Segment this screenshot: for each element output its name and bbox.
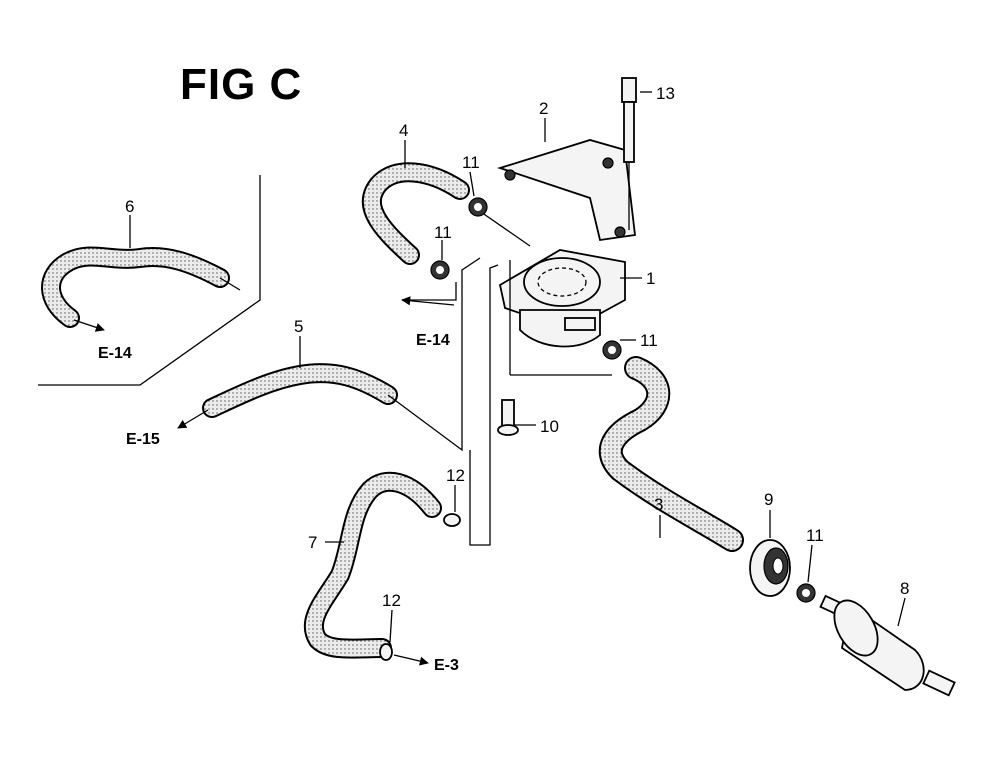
clamp-11-b <box>430 260 450 280</box>
callout-13: 13 <box>656 84 675 103</box>
fuel-pump-1 <box>477 209 626 376</box>
callout-10: 10 <box>540 417 559 436</box>
hose-3 <box>598 356 744 552</box>
ref-e14-left: E-14 <box>98 345 132 362</box>
callout-11-d: 11 <box>806 526 824 545</box>
callout-8: 8 <box>900 579 909 598</box>
arrow-e14-center <box>401 296 455 306</box>
callout-7: 7 <box>308 533 317 552</box>
panel-outline <box>38 175 261 386</box>
clip-12-lower <box>379 643 393 661</box>
callout-1: 1 <box>646 269 655 288</box>
hose-4 <box>362 162 470 265</box>
callout-12-a: 12 <box>446 466 465 485</box>
callout-9: 9 <box>764 490 773 509</box>
damper-9 <box>749 539 791 597</box>
callout-11-c: 11 <box>640 331 658 350</box>
callout-3: 3 <box>654 495 663 514</box>
bracket-2 <box>497 139 636 242</box>
fuel-filter-8 <box>819 594 956 697</box>
hose-5 <box>202 257 481 452</box>
callout-5: 5 <box>294 317 303 336</box>
clamp-11-c <box>602 340 622 360</box>
callout-2: 2 <box>539 99 548 118</box>
callout-4: 4 <box>399 121 408 140</box>
arrow-e15 <box>177 409 209 429</box>
callout-11-a: 11 <box>462 153 480 172</box>
callout-6: 6 <box>125 197 134 216</box>
ref-e14-center: E-14 <box>416 332 450 349</box>
ref-e15: E-15 <box>126 431 160 448</box>
hose-6 <box>41 246 241 328</box>
arrow-e14-left <box>73 319 105 332</box>
arrow-e3 <box>393 654 429 666</box>
callout-11-b: 11 <box>434 223 452 242</box>
clip-12-upper <box>443 513 461 527</box>
clamp-11-d <box>796 583 816 603</box>
bolt-10 <box>497 399 519 436</box>
callout-12-b: 12 <box>382 591 401 610</box>
figure-title: FIG C <box>180 60 303 109</box>
bolt-13 <box>621 77 637 230</box>
clamp-11-a <box>468 197 488 217</box>
ref-e3: E-3 <box>434 657 459 674</box>
hose-7 <box>303 471 442 659</box>
